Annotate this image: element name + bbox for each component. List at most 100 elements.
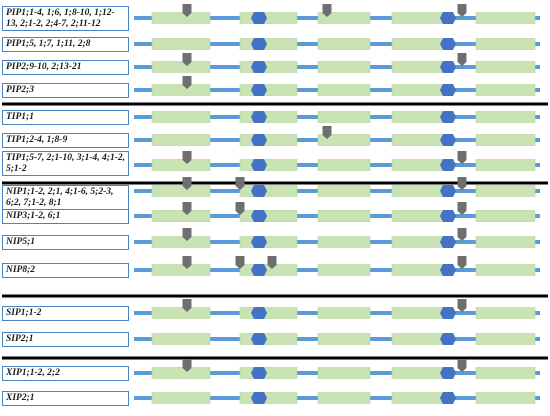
junction-hexagon: [440, 307, 456, 319]
gene-structure-row: [134, 299, 540, 319]
exon-block: [151, 210, 211, 222]
junction-hexagon: [440, 392, 456, 404]
exon-block: [239, 12, 298, 24]
gene-structure-row: [134, 76, 540, 96]
intron-marker: [457, 202, 467, 215]
exon-block: [239, 392, 298, 404]
exon-block: [151, 264, 211, 276]
gene-structure-row: [134, 177, 540, 197]
junction-hexagon: [440, 12, 456, 24]
gene-structure-row: [134, 228, 540, 248]
junction-hexagon: [251, 111, 267, 123]
junction-hexagon: [251, 185, 267, 197]
gene-label-text: XIP2;1: [6, 393, 35, 404]
exon-block: [475, 61, 536, 73]
gene-label-text: PIP1;5, 1;7, 1;11, 2;8: [6, 39, 91, 50]
junction-hexagon: [440, 333, 456, 345]
intron-marker: [457, 4, 467, 17]
exon-block: [239, 111, 298, 123]
gene-structure-row: [134, 333, 540, 345]
junction-hexagon: [440, 185, 456, 197]
gene-label-box: TIP1;1: [2, 110, 129, 125]
exon-block: [475, 333, 536, 345]
intron-marker: [182, 4, 192, 17]
exon-block: [475, 392, 536, 404]
exon-block: [317, 134, 371, 146]
intron-marker: [457, 228, 467, 241]
exon-block: [239, 307, 298, 319]
junction-hexagon: [440, 61, 456, 73]
intron-marker: [235, 177, 245, 190]
gene-label-box: TIP1;2-4, 1;8-9: [2, 133, 129, 148]
junction-hexagon: [251, 264, 267, 276]
intron-marker: [457, 151, 467, 164]
gene-label-text: TIP1;2-4, 1;8-9: [6, 135, 68, 146]
gene-label-text: NIP5;1: [6, 237, 36, 248]
exon-block: [317, 392, 371, 404]
exon-block: [151, 392, 211, 404]
gene-label-text: TIP1;5-7, 2;1-10, 3;1-4, 4;1-2, 5;1-2: [6, 153, 125, 174]
intron-marker: [182, 202, 192, 215]
exon-block: [239, 84, 298, 96]
gene-label-box: NIP8;2: [2, 263, 129, 278]
junction-hexagon: [440, 264, 456, 276]
exon-block: [151, 111, 211, 123]
gene-label-box: TIP1;5-7, 2;1-10, 3;1-4, 4;1-2, 5;1-2: [2, 151, 129, 176]
junction-hexagon: [440, 367, 456, 379]
junction-hexagon: [440, 84, 456, 96]
intron-marker: [322, 4, 332, 17]
exon-block: [317, 12, 371, 24]
exon-block: [239, 185, 298, 197]
junction-hexagon: [251, 84, 267, 96]
gene-label-text: NIP8;2: [6, 265, 36, 276]
intron-marker: [235, 256, 245, 269]
exon-block: [151, 236, 211, 248]
exon-block: [475, 236, 536, 248]
exon-block: [317, 307, 371, 319]
intron-marker: [457, 53, 467, 66]
intron-marker: [182, 177, 192, 190]
gene-structure-row: [134, 126, 540, 146]
gene-structure-row: [134, 202, 540, 222]
gene-label-text: PIP2;3: [6, 85, 34, 96]
gene-structure-row: [134, 53, 540, 73]
exon-block: [151, 61, 211, 73]
exon-block: [317, 333, 371, 345]
exon-block: [151, 159, 211, 171]
junction-hexagon: [251, 236, 267, 248]
gene-structure-row: [134, 38, 540, 50]
exon-block: [239, 236, 298, 248]
gene-structure-row: [134, 359, 540, 379]
gene-label-box: PIP1;5, 1;7, 1;11, 2;8: [2, 37, 129, 52]
exon-block: [317, 38, 371, 50]
exon-block: [151, 134, 211, 146]
exon-block: [475, 84, 536, 96]
gene-structure-row: [134, 111, 540, 123]
gene-label-box: PIP2;9-10, 2;13-21: [2, 60, 129, 75]
exon-block: [317, 264, 371, 276]
exon-block: [239, 159, 298, 171]
gene-structure-row: [134, 4, 540, 24]
exon-block: [317, 111, 371, 123]
gene-label-text: SIP2;1: [6, 334, 34, 345]
intron-marker: [457, 177, 467, 190]
gene-label-text: TIP1;1: [6, 112, 34, 123]
junction-hexagon: [251, 392, 267, 404]
gene-label-text: XIP1;1-2, 2;2: [6, 368, 60, 379]
junction-hexagon: [251, 61, 267, 73]
gene-label-box: XIP2;1: [2, 391, 129, 406]
gene-structure-row: [134, 151, 540, 171]
junction-hexagon: [440, 236, 456, 248]
gene-label-box: PIP1;1-4, 1;6, 1;8-10, 1;12-13, 2;1-2, 2…: [2, 6, 129, 31]
intron-marker: [182, 76, 192, 89]
exon-block: [475, 159, 536, 171]
exon-block: [239, 210, 298, 222]
exon-block: [317, 185, 371, 197]
junction-hexagon: [251, 210, 267, 222]
gene-label-text: SIP1;1-2: [6, 308, 42, 319]
exon-block: [151, 12, 211, 24]
exon-block: [151, 38, 211, 50]
junction-hexagon: [251, 307, 267, 319]
gene-label-box: SIP1;1-2: [2, 306, 129, 321]
